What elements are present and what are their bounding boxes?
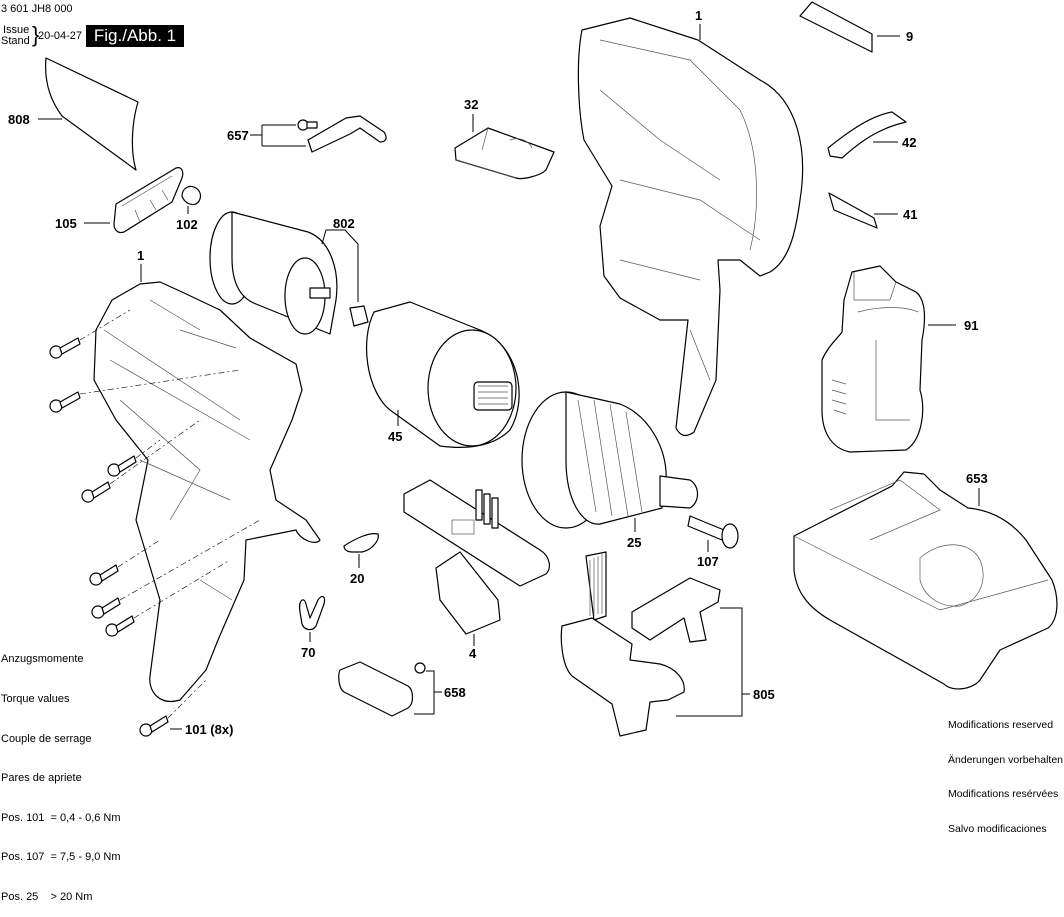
torque-line: Pos. 107 = 7,5 - 9,0 Nm — [1, 851, 121, 864]
part-808[interactable]: 808 — [8, 57, 139, 171]
label-41: 41 — [903, 207, 917, 222]
modifications-line: Modifications resérvées — [948, 788, 1059, 800]
label-42: 42 — [902, 135, 916, 150]
label-107: 107 — [697, 554, 719, 569]
torque-line: Pos. 101 = 0,4 - 0,6 Nm — [1, 811, 121, 824]
part-653[interactable]: 653 — [793, 471, 1058, 690]
torque-line: Pares de apriete — [1, 772, 82, 785]
modifications-line: Modifications reserved — [948, 719, 1054, 731]
part-657[interactable]: 657 — [227, 115, 387, 153]
issue-label: Issue — [3, 24, 30, 36]
part-25[interactable]: 25 — [521, 391, 699, 550]
doc-number: 3 601 JH8 000 — [1, 3, 73, 15]
part-45[interactable]: 45 — [365, 301, 520, 449]
label-101: 101 (8x) — [185, 722, 233, 737]
label-32: 32 — [464, 97, 478, 112]
screw — [81, 481, 111, 503]
label-4: 4 — [469, 646, 477, 661]
label-20: 20 — [350, 571, 364, 586]
part-70[interactable]: 70 — [299, 595, 326, 660]
part-32[interactable]: 32 — [454, 97, 555, 180]
label-805: 805 — [753, 687, 775, 702]
label-653: 653 — [966, 471, 988, 486]
part-91[interactable]: 91 — [821, 265, 978, 453]
label-9: 9 — [906, 29, 913, 44]
part-9[interactable]: 9 — [799, 1, 913, 53]
issue-date: 20-04-27 — [38, 30, 83, 42]
screw — [107, 455, 137, 477]
label-802: 802 — [333, 216, 355, 231]
label-105: 105 — [55, 216, 77, 231]
label-808: 808 — [8, 112, 30, 127]
part-4[interactable]: 4 — [403, 479, 550, 661]
part-101[interactable]: 101 (8x) — [49, 309, 261, 737]
torque-line: Couple de serrage — [1, 732, 92, 745]
part-1-right[interactable]: 1 — [577, 8, 804, 437]
label-1-right: 1 — [695, 8, 702, 23]
part-41[interactable]: 41 — [828, 192, 917, 229]
brace: } — [32, 22, 40, 47]
screw — [139, 715, 169, 737]
part-805[interactable]: 805 — [560, 551, 775, 737]
screw — [91, 597, 121, 619]
modifications-line: Änderungen vorbehalten — [948, 753, 1064, 766]
part-1-left[interactable]: 1 — [93, 248, 321, 702]
screw — [49, 337, 81, 359]
modifications-line: Salvo modificaciones — [948, 822, 1047, 835]
screw — [105, 615, 135, 637]
torque-line: Anzugsmomente — [1, 653, 84, 666]
part-102[interactable]: 102 — [176, 185, 202, 232]
exploded-parts-diagram: 808 105 102 657 32 802 — [8, 1, 1058, 737]
label-25: 25 — [627, 535, 641, 550]
label-91: 91 — [964, 318, 978, 333]
label-70: 70 — [301, 645, 315, 660]
part-802[interactable]: 802 — [209, 211, 369, 335]
part-107[interactable]: 107 — [687, 515, 739, 569]
figure-title: Fig./Abb. 1 — [86, 25, 184, 47]
torque-line: Torque values — [1, 693, 70, 706]
label-658: 658 — [444, 685, 466, 700]
part-658[interactable]: 658 — [338, 661, 466, 717]
torque-line: Pos. 25 > 20 Nm — [1, 891, 93, 904]
label-657: 657 — [227, 128, 249, 143]
label-1-left: 1 — [137, 248, 144, 263]
stand-label: Stand — [1, 35, 30, 47]
screw — [89, 564, 119, 586]
part-20[interactable]: 20 — [343, 533, 379, 586]
label-45: 45 — [388, 429, 402, 444]
label-102: 102 — [176, 217, 198, 232]
part-105[interactable]: 105 — [55, 167, 184, 234]
part-42[interactable]: 42 — [827, 111, 916, 159]
screw — [49, 391, 81, 413]
